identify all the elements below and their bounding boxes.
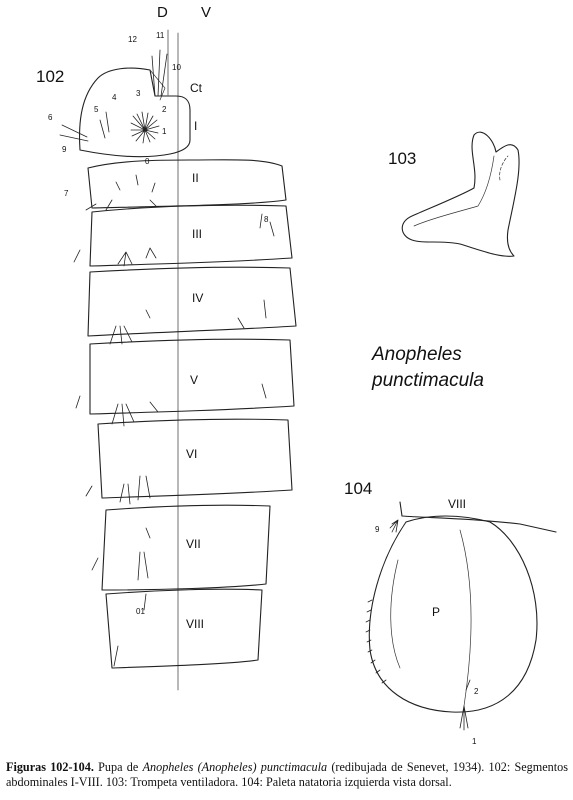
segment-VIII-setae [113, 593, 147, 667]
seta-9-tuft [389, 519, 399, 533]
seta-label-4: 4 [112, 93, 117, 102]
segment-II-setae [85, 174, 157, 211]
figure-caption: Figuras 102-104. Pupa de Anopheles (Anop… [6, 760, 568, 790]
segment-label-VII: VII [186, 537, 201, 551]
figure-plate: D V 102 Ct I 12 11 10 3 2 5 4 1 6 9 II 0… [36, 4, 557, 746]
caption-part1: Pupa de [93, 760, 143, 774]
figure-102-number: 102 [36, 67, 64, 86]
paddle-seta-label-9: 9 [375, 525, 380, 534]
segment-V-outline [89, 338, 295, 415]
segment-III-setae [73, 213, 275, 267]
figure-103-number: 103 [388, 149, 416, 168]
paddle-label: P [432, 605, 440, 619]
seta-label-0: 0 [145, 157, 150, 166]
segment-label-V: V [190, 373, 198, 387]
segment-I-lateral-setae [59, 111, 110, 142]
caption-part2: (redibujada de Senevet, 1934). 102: Segm… [6, 760, 568, 789]
paddle-outline [368, 515, 538, 713]
segment-label-II: II [192, 171, 199, 185]
cephalothorax-label: Ct [190, 81, 203, 95]
seta-label-10: 10 [172, 63, 181, 72]
seta-label-9: 9 [62, 145, 67, 154]
caption-italic: Anopheles (Anopheles) punctimacula [142, 760, 328, 774]
segment-VI-setae [85, 475, 151, 505]
paddle-fringe [365, 599, 387, 684]
segment-label-III: III [192, 227, 202, 241]
segment-label-IV: IV [192, 291, 203, 305]
segment-label-VIII: VIII [186, 617, 204, 631]
segment-VIII-edge [399, 501, 557, 533]
segment-label-VI: VI [186, 447, 197, 461]
seta-label-5: 5 [94, 105, 99, 114]
segment-VIII-label: VIII [448, 497, 466, 511]
segment-V-setae [75, 383, 267, 427]
figure-104-drawing: 104 VIII P 9 2 1 [344, 479, 557, 746]
dorsal-label: D [157, 4, 168, 21]
dendritic-tuft-setae [130, 111, 160, 144]
species-name-epithet: punctimacula [371, 370, 484, 391]
segment-IV-setae [109, 299, 267, 345]
seta-label-2: 2 [162, 105, 167, 114]
setae-12-11-10 [151, 49, 168, 97]
seta-label-7: 7 [64, 189, 69, 198]
figure-104-number: 104 [344, 479, 372, 498]
seta-label-1: 1 [162, 127, 167, 136]
segment-III-outline [89, 204, 293, 267]
trumpet-dashed-line [499, 155, 509, 181]
seta-label-8: 8 [264, 215, 269, 224]
segment-I-outline [79, 67, 191, 158]
paddle-seta-label-2: 2 [474, 687, 479, 696]
segment-VIII-outline [105, 588, 263, 669]
paddle-seta-label-1: 1 [472, 737, 477, 746]
segment-IV-outline [87, 266, 297, 337]
paddle-midrib [459, 529, 472, 707]
figure-103-drawing: 103 [388, 131, 520, 257]
paddle-inner-margin [390, 559, 401, 669]
terminal-setae [459, 679, 471, 731]
segment-VII-outline [101, 504, 271, 591]
seta-label-01: 01 [136, 607, 145, 616]
seta-label-3: 3 [136, 89, 141, 98]
segment-VII-setae [91, 527, 151, 581]
species-name-genus: Anopheles [371, 344, 462, 365]
seta-label-11: 11 [156, 31, 165, 40]
segment-II-outline [87, 159, 287, 209]
segment-label-I: I [194, 119, 197, 133]
trumpet-outline [401, 131, 520, 257]
ventral-label: V [201, 4, 211, 21]
trumpet-inner-line [413, 155, 495, 227]
seta-label-6: 6 [48, 113, 53, 122]
seta-label-12: 12 [128, 35, 137, 44]
figure-102-drawing: D V 102 Ct I 12 11 10 3 2 5 4 1 6 9 II 0… [36, 4, 297, 691]
cephalothorax-edge [149, 69, 166, 101]
caption-bold: Figuras 102-104. [6, 760, 94, 774]
